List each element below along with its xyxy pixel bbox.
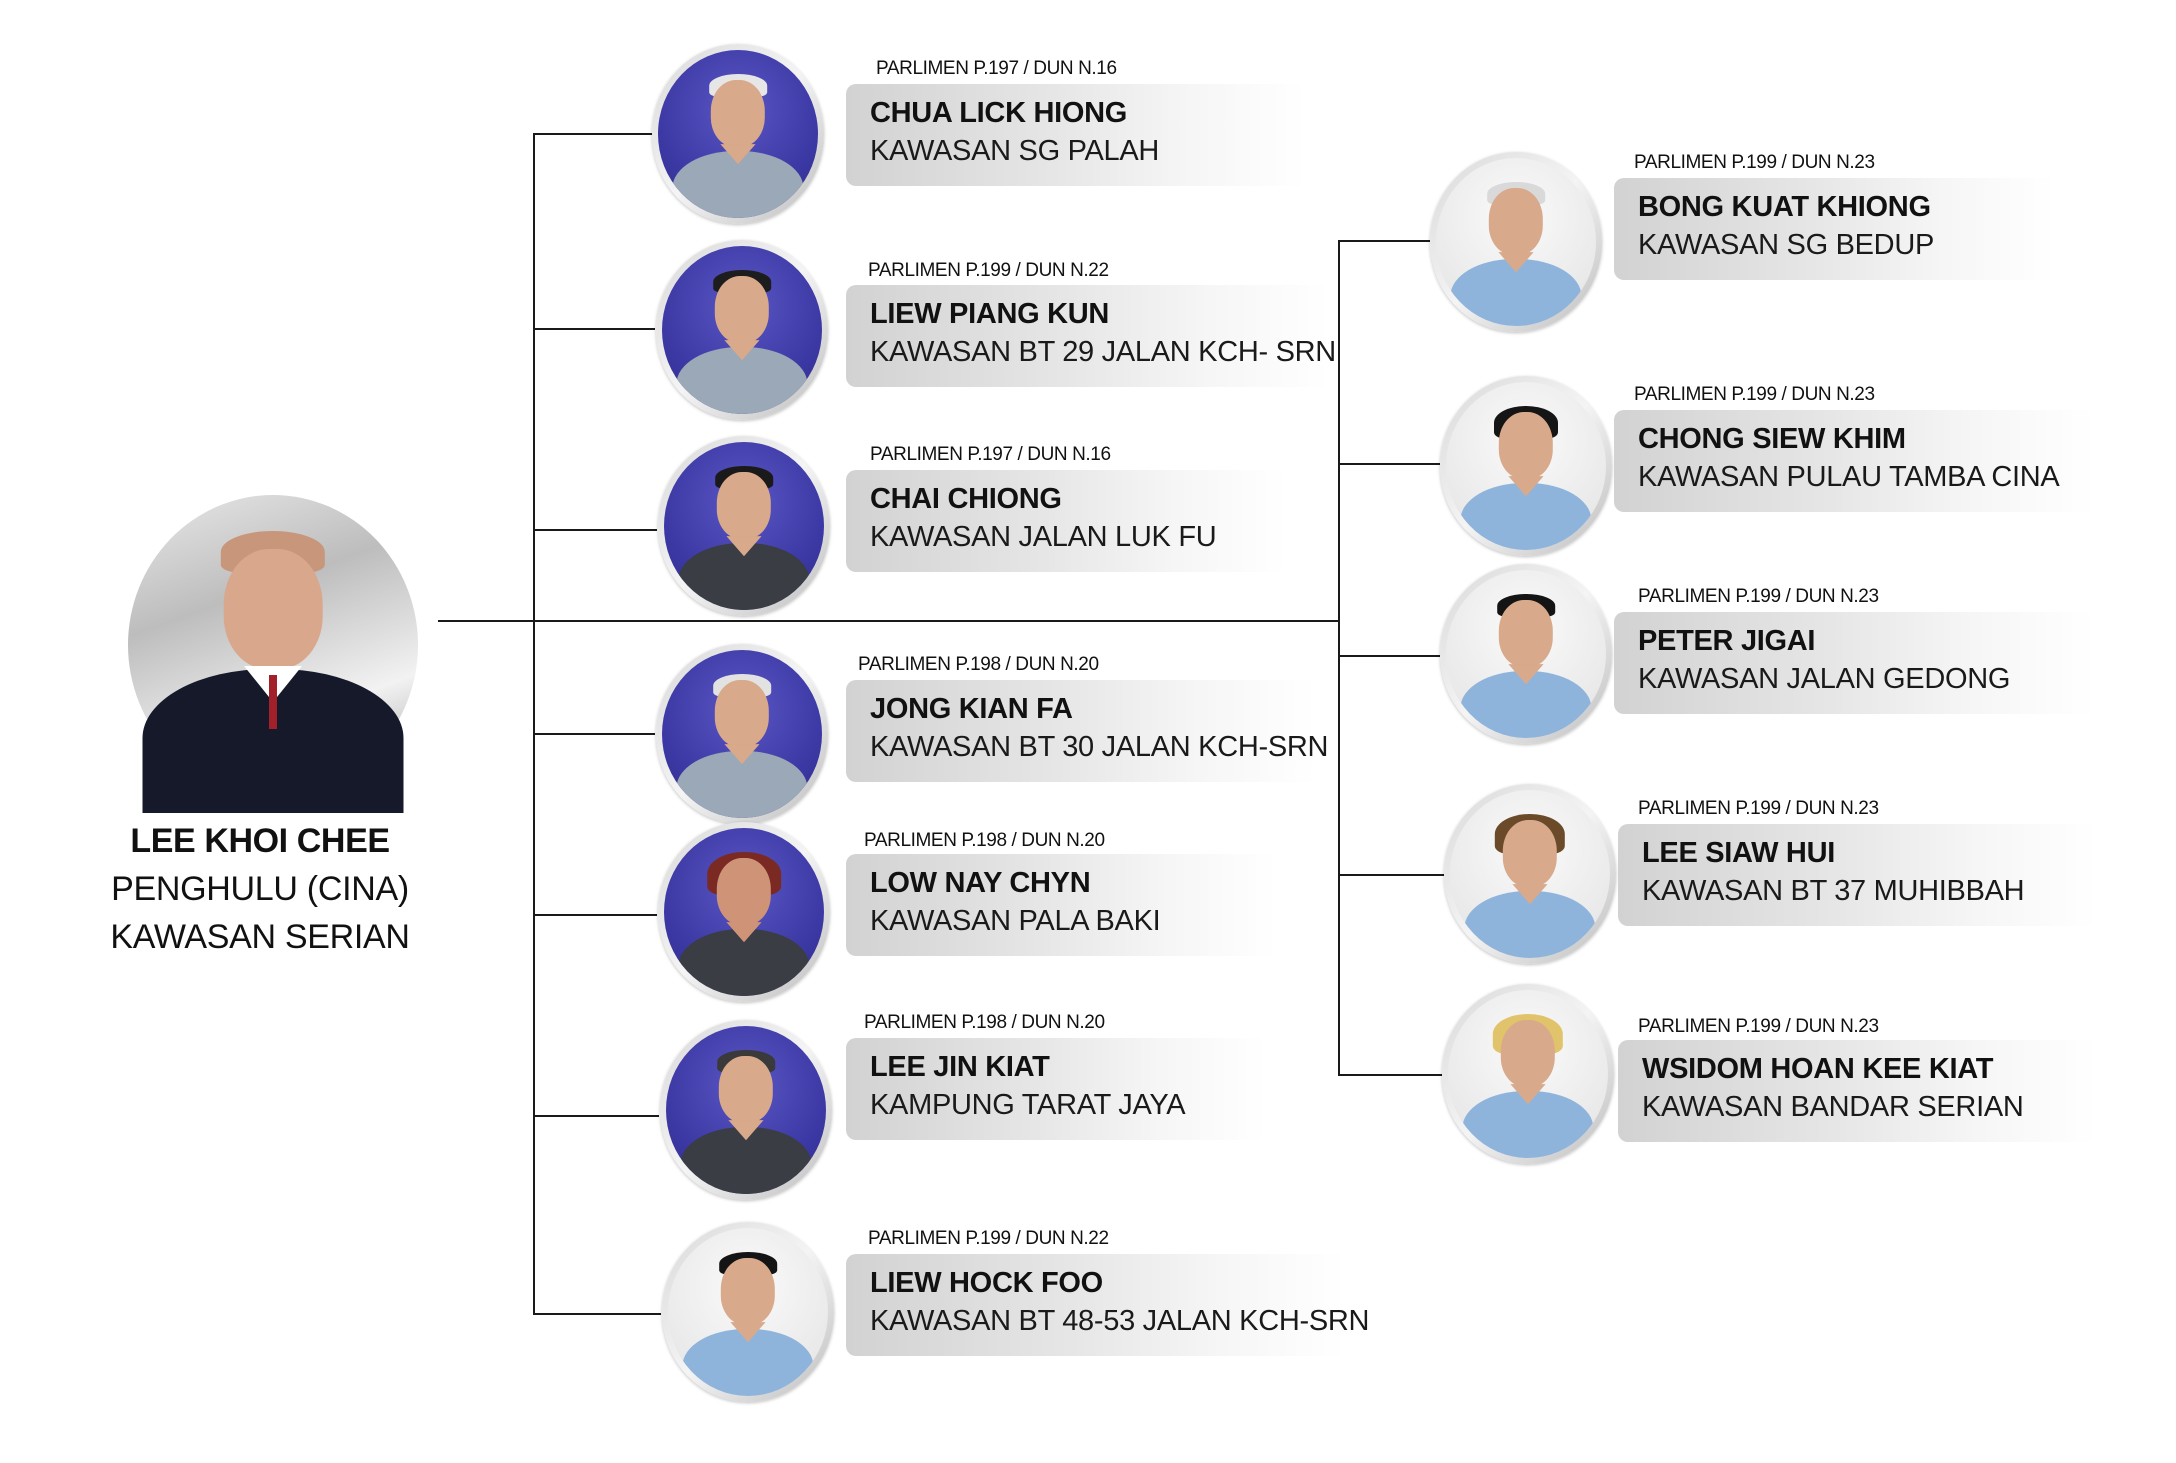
member-area: KAWASAN BT 48-53 JALAN KCH-SRN [870, 1305, 1370, 1337]
member-avatar [658, 436, 830, 616]
person-portrait-icon [662, 650, 822, 818]
member-parlimen: PARLIMEN P.199 / DUN N.22 [868, 1228, 1109, 1249]
member-card: WSIDOM HOAN KEE KIAT KAWASAN BANDAR SERI… [1618, 1040, 2098, 1142]
member-card: LEE JIN KIAT KAMPUNG TARAT JAYA [846, 1038, 1266, 1140]
member-parlimen: PARLIMEN P.198 / DUN N.20 [864, 830, 1105, 851]
member-parlimen: PARLIMEN P.199 / DUN N.23 [1634, 384, 1875, 405]
leader-area: KAWASAN SERIAN [110, 918, 410, 956]
member-card: LOW NAY CHYN KAWASAN PALA BAKI [846, 854, 1276, 956]
member-avatar [1440, 376, 1612, 556]
left-branch-5 [533, 914, 657, 916]
member-area: KAWASAN BT 30 JALAN KCH-SRN [870, 731, 1329, 763]
member-name: LOW NAY CHYN [870, 867, 1091, 899]
member-avatar [662, 1222, 834, 1402]
person-portrait-icon [1450, 790, 1610, 958]
leader-avatar [128, 495, 418, 813]
member-card: CHAI CHIONG KAWASAN JALAN LUK FU [846, 470, 1286, 572]
member-card: LIEW PIANG KUN KAWASAN BT 29 JALAN KCH- … [846, 285, 1336, 387]
person-portrait-icon [668, 1228, 828, 1396]
member-area: KAWASAN BT 37 MUHIBBAH [1642, 875, 2025, 907]
left-branch-3 [533, 529, 657, 531]
member-avatar [660, 1020, 832, 1200]
member-area: KAWASAN BANDAR SERIAN [1642, 1091, 2024, 1123]
member-area: KAWASAN JALAN GEDONG [1638, 663, 2011, 695]
member-card: BONG KUAT KHIONG KAWASAN SG BEDUP [1614, 178, 2054, 280]
leader-name: LEE KHOI CHEE [130, 822, 390, 860]
member-parlimen: PARLIMEN P.199 / DUN N.23 [1638, 798, 1879, 819]
left-branch-2 [533, 328, 655, 330]
member-card: PETER JIGAI KAWASAN JALAN GEDONG [1614, 612, 2094, 714]
member-avatar [1440, 564, 1612, 744]
member-avatar [656, 644, 828, 824]
member-parlimen: PARLIMEN P.197 / DUN N.16 [876, 58, 1117, 79]
member-card: CHONG SIEW KHIM KAWASAN PULAU TAMBA CINA [1614, 410, 2094, 512]
member-avatar [1442, 984, 1614, 1164]
person-portrait-icon [1448, 990, 1608, 1158]
member-card: LIEW HOCK FOO KAWASAN BT 48-53 JALAN KCH… [846, 1254, 1370, 1356]
member-name: LEE JIN KIAT [870, 1051, 1050, 1083]
member-parlimen: PARLIMEN P.199 / DUN N.23 [1638, 586, 1879, 607]
left-branch-1 [533, 133, 653, 135]
member-parlimen: PARLIMEN P.198 / DUN N.20 [864, 1012, 1105, 1033]
member-area: KAWASAN PULAU TAMBA CINA [1638, 461, 2060, 493]
member-avatar [652, 44, 824, 224]
right-branch-3 [1338, 655, 1440, 657]
member-name: PETER JIGAI [1638, 625, 1816, 657]
member-parlimen: PARLIMEN P.199 / DUN N.23 [1634, 152, 1875, 173]
member-card: JONG KIAN FA KAWASAN BT 30 JALAN KCH-SRN [846, 680, 1329, 782]
member-name: BONG KUAT KHIONG [1638, 191, 1931, 223]
member-name: CHONG SIEW KHIM [1638, 423, 1906, 455]
person-portrait-icon [1446, 570, 1606, 738]
member-card: CHUA LICK HIONG KAWASAN SG PALAH [846, 84, 1306, 186]
member-name: CHAI CHIONG [870, 483, 1062, 515]
member-name: CHUA LICK HIONG [870, 97, 1128, 129]
member-card: LEE SIAW HUI KAWASAN BT 37 MUHIBBAH [1618, 824, 2098, 926]
member-name: JONG KIAN FA [870, 693, 1073, 725]
member-parlimen: PARLIMEN P.199 / DUN N.23 [1638, 1016, 1879, 1037]
member-name: LEE SIAW HUI [1642, 837, 1835, 869]
left-branch-4 [533, 733, 655, 735]
member-avatar [656, 240, 828, 420]
member-name: LIEW PIANG KUN [870, 298, 1110, 330]
leader-title: PENGHULU (CINA) [111, 870, 409, 908]
right-branch-4 [1338, 874, 1444, 876]
left-branch-6 [533, 1115, 659, 1117]
member-name: WSIDOM HOAN KEE KIAT [1642, 1053, 1994, 1085]
right-branch-1 [1338, 240, 1430, 242]
member-avatar [1444, 784, 1616, 964]
member-area: KAMPUNG TARAT JAYA [870, 1089, 1186, 1121]
member-area: KAWASAN SG BEDUP [1638, 229, 1935, 261]
left-branch-7 [533, 1313, 661, 1315]
member-parlimen: PARLIMEN P.197 / DUN N.16 [870, 444, 1111, 465]
person-portrait-icon [664, 828, 824, 996]
member-area: KAWASAN SG PALAH [870, 135, 1160, 167]
member-avatar [1430, 152, 1602, 332]
right-branch-5 [1338, 1074, 1442, 1076]
member-avatar [658, 822, 830, 1002]
person-portrait-icon [1446, 382, 1606, 550]
member-area: KAWASAN PALA BAKI [870, 905, 1161, 937]
person-portrait-icon [666, 1026, 826, 1194]
person-portrait-icon [1436, 158, 1596, 326]
person-portrait-icon [664, 442, 824, 610]
left-spine-line [533, 133, 535, 1313]
person-portrait-icon [658, 50, 818, 218]
person-portrait-icon [662, 246, 822, 414]
member-area: KAWASAN BT 29 JALAN KCH- SRN [870, 336, 1336, 368]
member-parlimen: PARLIMEN P.199 / DUN N.22 [868, 260, 1109, 281]
right-branch-2 [1338, 463, 1440, 465]
right-spine-line [1338, 240, 1340, 1074]
trunk-horizontal-line [438, 620, 1338, 622]
member-area: KAWASAN JALAN LUK FU [870, 521, 1217, 553]
member-name: LIEW HOCK FOO [870, 1267, 1103, 1299]
member-parlimen: PARLIMEN P.198 / DUN N.20 [858, 654, 1099, 675]
